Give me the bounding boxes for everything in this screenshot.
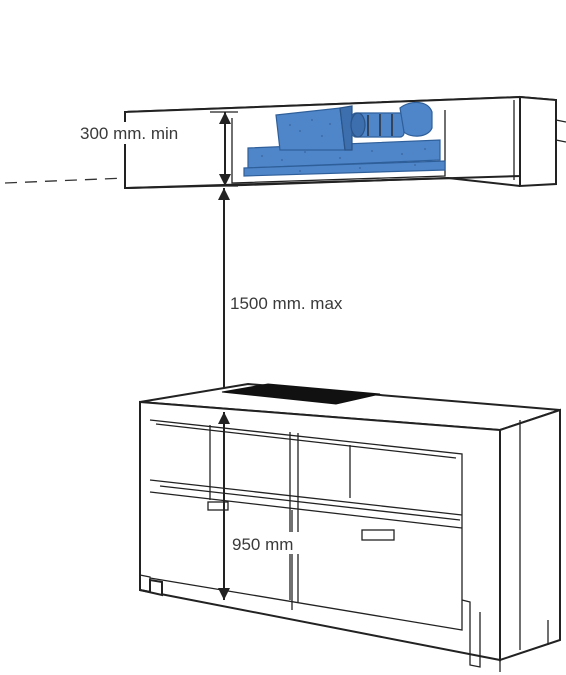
hood-motor-assembly (243, 101, 446, 177)
hob (221, 383, 381, 405)
max-height-label: 1500 mm. max (230, 294, 343, 313)
kitchen-counter (139, 382, 561, 672)
min-clearance-label: 300 mm. min (80, 124, 178, 143)
dimension-300: 300 mm. min (78, 111, 238, 187)
dimension-1500: 1500 mm. max (218, 188, 343, 410)
dimension-950: 950 mm (218, 412, 318, 600)
counter-height-label: 950 mm (232, 535, 293, 554)
